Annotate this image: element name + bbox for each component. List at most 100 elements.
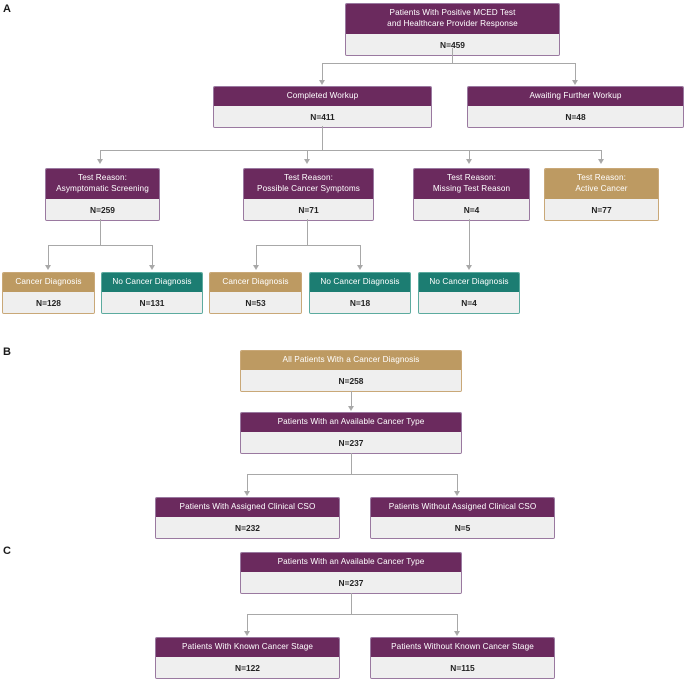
connector-line (457, 614, 458, 631)
node-title: Test Reason: Missing Test Reason (414, 169, 529, 199)
node-count: N=122 (156, 656, 339, 678)
connector-line (322, 63, 323, 80)
node-positive-mced-test[interactable]: Patients With Positive MCED Test and Hea… (345, 3, 560, 56)
panel-label-c: C (3, 545, 11, 557)
node-title: Cancer Diagnosis (210, 273, 301, 292)
connector-line (100, 219, 101, 245)
connector-arrow (453, 631, 460, 636)
node-count: N=48 (468, 105, 683, 127)
connector-arrow (571, 80, 578, 85)
connector-line (247, 474, 457, 475)
connector-arrow (453, 491, 460, 496)
connector-line (351, 453, 352, 474)
connector-line (322, 126, 323, 150)
connector-line (48, 245, 49, 265)
connector-line (307, 150, 308, 159)
panel-label-b: B (3, 346, 11, 358)
connector-line (575, 63, 576, 80)
node-title: Patients With Known Cancer Stage (156, 638, 339, 657)
node-title: Test Reason: Possible Cancer Symptoms (244, 169, 373, 199)
node-title: Patients With an Available Cancer Type (241, 413, 461, 432)
node-awaiting-further-workup[interactable]: Awaiting Further Workup N=48 (467, 86, 684, 128)
node-patients-available-cancer-type-c[interactable]: Patients With an Available Cancer Type N… (240, 552, 462, 594)
connector-line (100, 150, 101, 159)
connector-arrow (148, 265, 155, 270)
node-test-reason-possible-cancer-symptoms[interactable]: Test Reason: Possible Cancer Symptoms N=… (243, 168, 374, 221)
connector-arrow (252, 265, 259, 270)
connector-arrow (96, 159, 103, 164)
connector-line (601, 150, 602, 159)
node-count: N=237 (241, 431, 461, 453)
connector-line (100, 150, 601, 151)
connector-line (351, 593, 352, 614)
node-title: No Cancer Diagnosis (102, 273, 202, 292)
node-patients-with-known-cancer-stage[interactable]: Patients With Known Cancer Stage N=122 (155, 637, 340, 679)
node-count: N=53 (210, 291, 301, 313)
node-title: No Cancer Diagnosis (310, 273, 410, 292)
node-patients-with-assigned-clinical-cso[interactable]: Patients With Assigned Clinical CSO N=23… (155, 497, 340, 539)
connector-line (452, 48, 453, 63)
node-count: N=459 (346, 33, 559, 55)
connector-line (351, 391, 352, 406)
connector-arrow (597, 159, 604, 164)
node-title: Patients With Assigned Clinical CSO (156, 498, 339, 517)
connector-line (247, 474, 248, 491)
connector-arrow (44, 265, 51, 270)
node-test-reason-missing-test-reason[interactable]: Test Reason: Missing Test Reason N=4 (413, 168, 530, 221)
node-count: N=18 (310, 291, 410, 313)
node-count: N=131 (102, 291, 202, 313)
node-title: Patients With Positive MCED Test and Hea… (346, 4, 559, 34)
node-no-cancer-diagnosis-missing[interactable]: No Cancer Diagnosis N=4 (418, 272, 520, 314)
node-patients-without-assigned-clinical-cso[interactable]: Patients Without Assigned Clinical CSO N… (370, 497, 555, 539)
node-count: N=71 (244, 198, 373, 220)
connector-arrow (347, 406, 354, 411)
connector-line (457, 474, 458, 491)
connector-arrow (243, 631, 250, 636)
node-count: N=115 (371, 656, 554, 678)
node-count: N=411 (214, 105, 431, 127)
node-title: Test Reason: Active Cancer (545, 169, 658, 199)
node-title: All Patients With a Cancer Diagnosis (241, 351, 461, 370)
node-no-cancer-diagnosis-symptoms[interactable]: No Cancer Diagnosis N=18 (309, 272, 411, 314)
node-patients-without-known-cancer-stage[interactable]: Patients Without Known Cancer Stage N=11… (370, 637, 555, 679)
connector-arrow (303, 159, 310, 164)
connector-line (48, 245, 153, 246)
connector-line (256, 245, 257, 265)
connector-line (247, 614, 248, 631)
node-title: Completed Workup (214, 87, 431, 106)
connector-line (152, 245, 153, 265)
node-count: N=77 (545, 198, 658, 220)
connector-line (469, 150, 470, 159)
connector-arrow (243, 491, 250, 496)
connector-line (247, 614, 457, 615)
node-count: N=237 (241, 571, 461, 593)
panel-label-a: A (3, 3, 11, 15)
node-count: N=232 (156, 516, 339, 538)
node-test-reason-asymptomatic-screening[interactable]: Test Reason: Asymptomatic Screening N=25… (45, 168, 160, 221)
node-count: N=5 (371, 516, 554, 538)
node-title: Patients With an Available Cancer Type (241, 553, 461, 572)
node-count: N=4 (414, 198, 529, 220)
node-title: Awaiting Further Workup (468, 87, 683, 106)
node-title: Test Reason: Asymptomatic Screening (46, 169, 159, 199)
node-completed-workup[interactable]: Completed Workup N=411 (213, 86, 432, 128)
node-no-cancer-diagnosis-asymptomatic[interactable]: No Cancer Diagnosis N=131 (101, 272, 203, 314)
connector-line (469, 219, 470, 265)
connector-arrow (318, 80, 325, 85)
node-test-reason-active-cancer[interactable]: Test Reason: Active Cancer N=77 (544, 168, 659, 221)
connector-line (256, 245, 361, 246)
connector-line (307, 219, 308, 245)
connector-line (360, 245, 361, 265)
node-cancer-diagnosis-asymptomatic[interactable]: Cancer Diagnosis N=128 (2, 272, 95, 314)
connector-line (322, 63, 575, 64)
node-patients-available-cancer-type-b[interactable]: Patients With an Available Cancer Type N… (240, 412, 462, 454)
node-title: No Cancer Diagnosis (419, 273, 519, 292)
node-count: N=258 (241, 369, 461, 391)
node-all-patients-cancer-diagnosis[interactable]: All Patients With a Cancer Diagnosis N=2… (240, 350, 462, 392)
node-cancer-diagnosis-symptoms[interactable]: Cancer Diagnosis N=53 (209, 272, 302, 314)
connector-arrow (356, 265, 363, 270)
node-title: Cancer Diagnosis (3, 273, 94, 292)
node-count: N=128 (3, 291, 94, 313)
node-count: N=259 (46, 198, 159, 220)
